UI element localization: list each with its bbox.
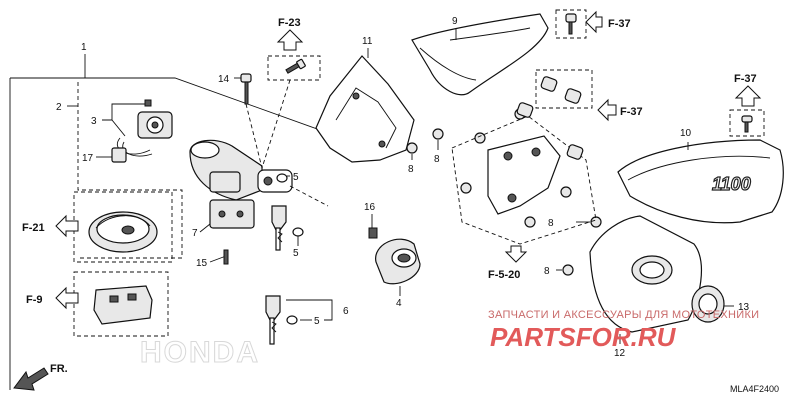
leader-3b (111, 119, 126, 137)
ref-label-f5-20: F-5-20 (488, 269, 520, 281)
group-2-frame (77, 82, 183, 259)
callout-2: 2 (56, 102, 62, 113)
emblem-text: 1100 (712, 174, 751, 194)
diagram-code: MLA4F2400 (730, 384, 779, 394)
clip-screw-right (741, 115, 753, 133)
ref-arrow-up-f37-right (734, 85, 762, 107)
ignition-switch-assembly (117, 99, 173, 157)
screw-14-path (245, 103, 263, 169)
fuel-cap-frame (73, 191, 173, 263)
direction-label: FR. (50, 363, 68, 375)
ref-arrow-left-f9 (55, 286, 79, 310)
grommet-frame-mid (535, 69, 593, 109)
ref-arrow-right-f37-mid (597, 98, 617, 122)
f23-detail-frame (267, 55, 321, 81)
lower-panel-part-12 (589, 215, 702, 333)
callout-5c: 5 (314, 316, 320, 327)
callout-7: 7 (192, 228, 198, 239)
callout-13: 13 (738, 302, 750, 313)
callout-numbers: 1 2 3 4 5 5 5 6 7 8 8 8 8 9 10 11 12 13 … (56, 16, 750, 359)
seat-lock-frame (73, 271, 169, 337)
front-direction-arrow (13, 367, 49, 391)
ring-part-13 (691, 285, 725, 323)
routing-1 (289, 185, 329, 207)
bolt-detail-f23 (285, 58, 306, 74)
ref-label-f21: F-21 (22, 222, 45, 234)
bolt-part-16 (368, 227, 378, 239)
ignition-cover-part-4 (375, 238, 421, 285)
leader-15 (209, 255, 227, 263)
mounting-bracket (487, 135, 561, 215)
clip-screw-top (565, 13, 577, 35)
bracket-frame (451, 115, 597, 245)
callout-8b: 8 (434, 154, 440, 165)
upper-cover-part-9 (411, 13, 549, 96)
bolt-f23-path (261, 79, 291, 169)
callout-3: 3 (91, 116, 97, 127)
callout-14: 14 (218, 74, 230, 85)
ref-label-f37-right: F-37 (734, 73, 757, 85)
ref-arrow-left-f21 (55, 214, 79, 238)
ref-arrow-down-f5-20 (504, 245, 528, 263)
connector-part-17 (111, 147, 127, 163)
honda-watermark-logo: HONDA (140, 336, 260, 369)
callout-5b: 5 (293, 248, 299, 259)
callout-9: 9 (452, 16, 458, 27)
key-set-part-6 (265, 295, 298, 345)
ref-label-f9: F-9 (26, 294, 43, 306)
lock-set-part-7 (189, 139, 293, 229)
callout-8a: 8 (408, 164, 414, 175)
ref-arrow-right-f37-top (585, 10, 603, 34)
ref-label-f37-mid: F-37 (620, 106, 643, 118)
screw-part-14 (240, 73, 252, 105)
ref-arrow-up-f23 (276, 29, 304, 51)
callout-11: 11 (362, 36, 373, 47)
ref-label-f23: F-23 (278, 17, 301, 29)
key-pair-upper (271, 205, 287, 251)
key-tag-part-5b (276, 173, 288, 183)
leader-7 (199, 223, 211, 233)
fuel-cap-detail (88, 211, 158, 253)
callout-1: 1 (81, 42, 87, 53)
leader-6 (286, 299, 333, 321)
seat-lock-detail (93, 285, 153, 325)
callout-16: 16 (364, 202, 376, 213)
side-cover-part-10 (617, 139, 784, 224)
callout-6: 6 (343, 306, 349, 317)
callout-12: 12 (614, 348, 626, 359)
side-cover-part-11 (315, 55, 415, 163)
callout-8c: 8 (548, 218, 554, 229)
callout-4: 4 (396, 298, 402, 309)
callout-15: 15 (196, 258, 208, 269)
leader-3a (102, 103, 146, 121)
ref-label-f37-top: F-37 (608, 18, 631, 30)
watermark-brand: PARTSFOR.RU (490, 322, 677, 352)
clip-frame-top (555, 9, 587, 39)
rubber-grommets-f37 (516, 76, 584, 160)
reference-labels: F-23 F-37 F-37 F-37 F-21 F-9 F-5-20 (22, 17, 757, 306)
callout-5a: 5 (293, 172, 299, 183)
callout-17: 17 (82, 153, 94, 164)
callout-10: 10 (680, 128, 692, 139)
callout-8d: 8 (544, 266, 550, 277)
key-tag-part-5 (292, 227, 304, 237)
group-1-frame-top (10, 77, 321, 131)
watermark-line1: ЗАПЧАСТИ И АКСЕССУАРЫ ДЛЯ МОТОТЕХНИКИ (488, 309, 759, 321)
clip-frame-right (729, 109, 765, 137)
screw-part-15 (223, 249, 229, 265)
